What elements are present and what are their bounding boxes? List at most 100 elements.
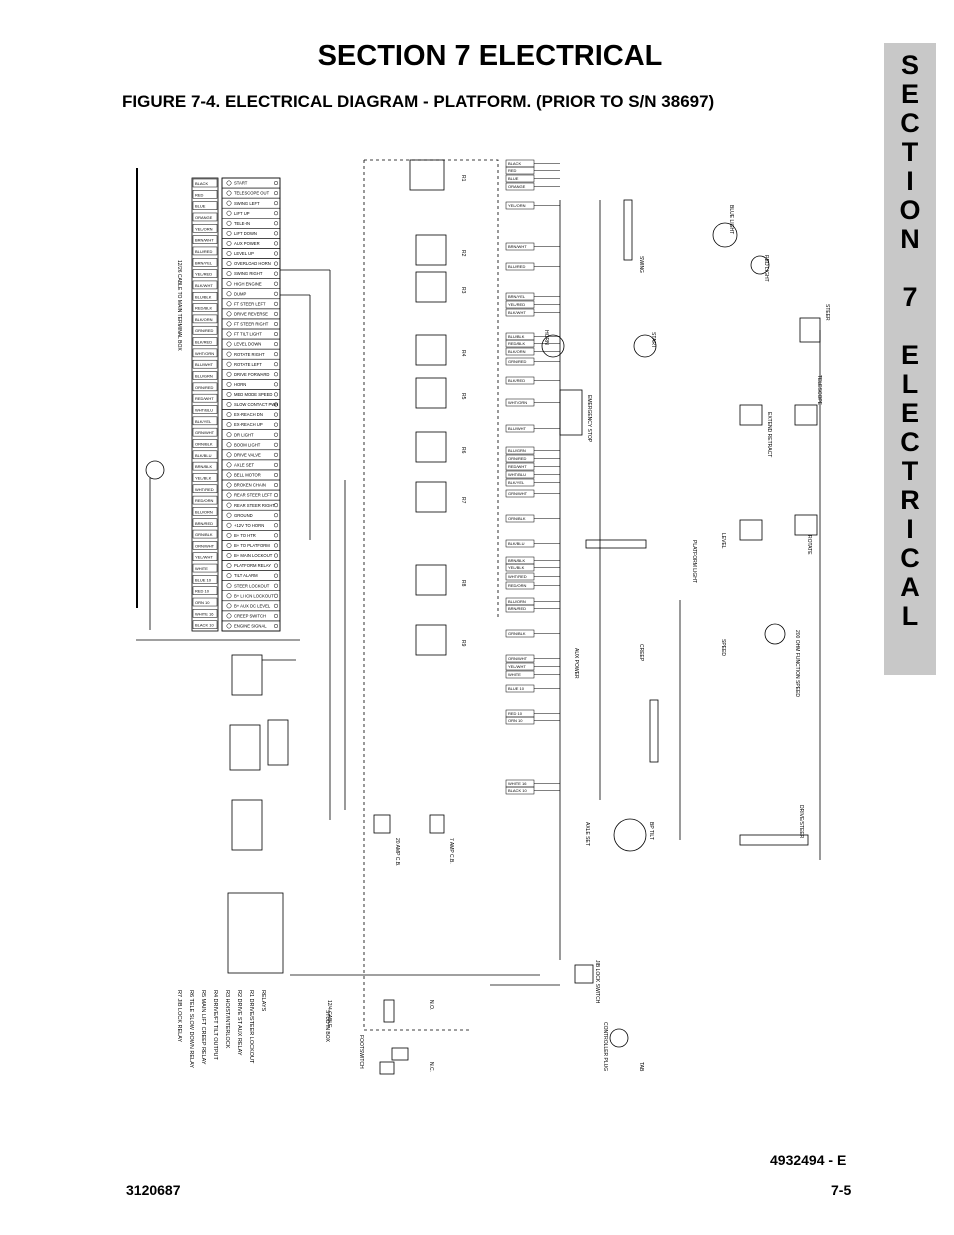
terminal-screw: [273, 251, 279, 256]
wire-color-chip: [192, 518, 218, 527]
overload-horn-symbol: [145, 460, 165, 480]
wire-color-chip: [192, 280, 218, 290]
terminal-screw: [273, 563, 279, 568]
wire-color-chip: [192, 529, 218, 539]
terminal-screw: [226, 321, 232, 327]
wire-color-chip: [192, 552, 218, 561]
swing-terminal: [623, 199, 633, 261]
terminal-screw: [226, 281, 232, 287]
wire-color-label: WHITE: [195, 566, 208, 571]
component-label: TELESCOPE: [816, 375, 822, 406]
side-tab-letter: T: [901, 137, 919, 167]
side-tab-letter: E: [900, 340, 919, 370]
terminal-label: B+ LI ICN LOCKOUT: [234, 593, 274, 598]
terminal-screw: [273, 482, 279, 488]
terminal-screw: [273, 472, 279, 478]
relay-r3-box: [415, 271, 447, 303]
terminal-screw: [273, 573, 279, 578]
terminal-screw: [273, 583, 279, 588]
terminal-label: EX-REACH UP: [234, 422, 263, 427]
wire-color-label: GRN/BLK: [508, 631, 526, 636]
terminal-screw: [226, 613, 232, 619]
terminal-label: START: [234, 181, 248, 186]
function-speed-pot: [764, 623, 786, 645]
wire-color-label: RED/BLK: [195, 306, 212, 311]
terminal-screw: [226, 190, 232, 196]
terminal-screw: [226, 230, 232, 236]
terminal-label: HIGH ENGINE: [234, 281, 262, 286]
terminal-screw: [273, 432, 279, 437]
side-tab-letter: C: [900, 543, 920, 573]
terminal-screw: [226, 311, 232, 317]
terminal-label: B+ MAIN LOCKOUT: [234, 553, 273, 558]
terminal-screw: [273, 412, 279, 417]
wire-color-label: BRN/RED: [508, 606, 526, 611]
terminal-screw: [226, 623, 232, 629]
terminal-screw: [273, 321, 279, 327]
terminal-screw: [226, 251, 232, 256]
connector-block-4: [231, 799, 263, 851]
terminal-screw: [226, 291, 232, 297]
terminal-label: TELE-IN: [234, 221, 250, 226]
wire-color-label: BLK/RED: [195, 340, 212, 345]
left-harness-edge: [136, 168, 138, 608]
terminal-screw: [273, 382, 279, 387]
side-tab-letter: R: [900, 485, 920, 515]
wire-color-label: YEL/BLK: [195, 475, 212, 480]
terminal-screw: [226, 492, 232, 498]
side-tab-letter: N: [900, 224, 920, 254]
wire-color-label: WHT/BLU: [508, 472, 526, 477]
wire-color-label: YEL/ORN: [195, 226, 213, 231]
terminal-row: [221, 379, 281, 390]
relay-legend-line: R5 MAIN LIFT CREEP RELAY: [200, 990, 206, 1065]
side-tab-letter: I: [906, 166, 914, 196]
terminal-screw: [273, 613, 279, 618]
relay-legend-line: R4 DRIVE/FT TILT OUTPUT: [212, 990, 218, 1061]
component-label: CREEP: [638, 644, 644, 662]
wire-color-label: RED 10: [508, 711, 523, 716]
relay-dashed-boundary: [364, 159, 499, 620]
wire-color-label: YEL/RED: [508, 302, 525, 307]
wire-color-label: BLU/ORN: [508, 599, 526, 604]
wire-color-label: BLUE: [508, 176, 519, 181]
platform-dashed-boundary: [363, 160, 470, 1031]
terminal-screw: [226, 583, 232, 589]
connector-block-1: [231, 654, 263, 696]
bp-tilt-gauge: [613, 818, 647, 852]
wire-color-label: YEL/WHT: [508, 664, 526, 669]
terminal-label: SLOW CONTACT PWR: [234, 402, 278, 407]
wire-color-label: ORN 10: [195, 600, 210, 605]
wire-color-label: BRN/WHT: [195, 238, 214, 243]
wire-color-label: ORN/BLK: [508, 516, 526, 521]
terminal-screw: [273, 462, 279, 467]
side-tab-letter: 7: [902, 282, 918, 312]
relay-label: R7: [460, 497, 466, 504]
wire-color-chip: [192, 337, 218, 346]
terminal-screw: [226, 482, 232, 488]
wire-color-label: YEL/WHT: [195, 555, 213, 560]
platform-light-terminal: [585, 539, 647, 549]
terminal-screw: [273, 362, 279, 367]
wire-color-chip: [192, 461, 218, 471]
wire-color-chip: [192, 484, 218, 494]
wire-color-label: GRN/WHT: [195, 430, 215, 435]
component-label: DRIVE/STEER: [798, 805, 804, 839]
component-label: STUD IN BOX: [324, 1010, 330, 1043]
section-title: SECTION 7 ELECTRICAL: [317, 40, 663, 72]
terminal-screw: [226, 351, 232, 357]
horn-symbol: [541, 334, 565, 358]
relay-label: R5: [460, 393, 466, 400]
wire-color-chip: [192, 303, 218, 312]
terminal-screw: [226, 422, 232, 428]
relay-legend-line: R6 TELE SLOW DOWN RELAY: [188, 990, 194, 1068]
wire-color-label: BLU/WHT: [508, 426, 527, 431]
terminal-label: EX-REACH DN: [234, 412, 263, 417]
drive-steer-terminal: [739, 834, 809, 846]
wire-color-label: RED/ORN: [195, 498, 214, 503]
wire-color-label: BLK/BLU: [508, 541, 525, 546]
wire-color-label: RED/BLK: [508, 341, 525, 346]
terminal-screw: [273, 342, 279, 347]
wire-color-label: WHT/ORN: [508, 400, 527, 405]
relay-legend-line: R3 HOIST/INTERLOCK: [224, 990, 230, 1049]
